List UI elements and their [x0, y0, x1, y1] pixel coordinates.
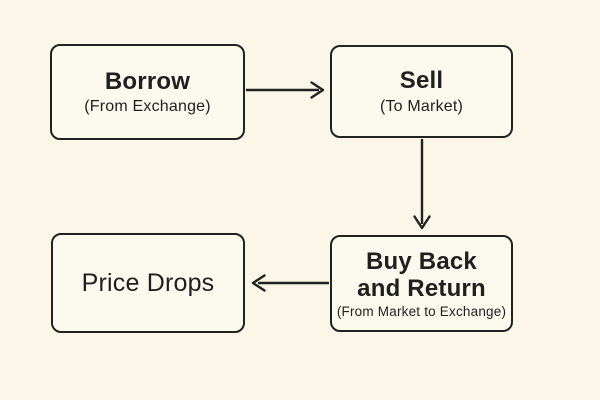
node-borrow-sublabel: (From Exchange) [84, 98, 211, 116]
arrowhead-right-icon [310, 81, 325, 99]
node-price-drops-label: Price Drops [81, 268, 215, 297]
arrow-buy-back-to-price-drops [251, 274, 329, 292]
node-sell-sublabel: (To Market) [379, 97, 464, 115]
node-price-drops: Price Drops [51, 233, 245, 333]
node-sell-label: Sell [399, 67, 444, 95]
arrowhead-down-icon [413, 215, 431, 230]
node-borrow-label: Borrow [104, 67, 191, 95]
node-borrow: Borrow (From Exchange) [50, 44, 245, 140]
node-sell: Sell (To Market) [330, 45, 513, 138]
node-buy-back: Buy Back and Return (From Market to Exch… [330, 235, 513, 332]
arrow-borrow-to-sell [246, 81, 325, 99]
node-buy-back-sublabel: (From Market to Exchange) [336, 304, 507, 320]
arrowhead-left-icon [251, 274, 266, 292]
arrow-sell-to-buy-back [413, 139, 431, 230]
node-buy-back-label: Buy Back and Return [357, 247, 486, 302]
